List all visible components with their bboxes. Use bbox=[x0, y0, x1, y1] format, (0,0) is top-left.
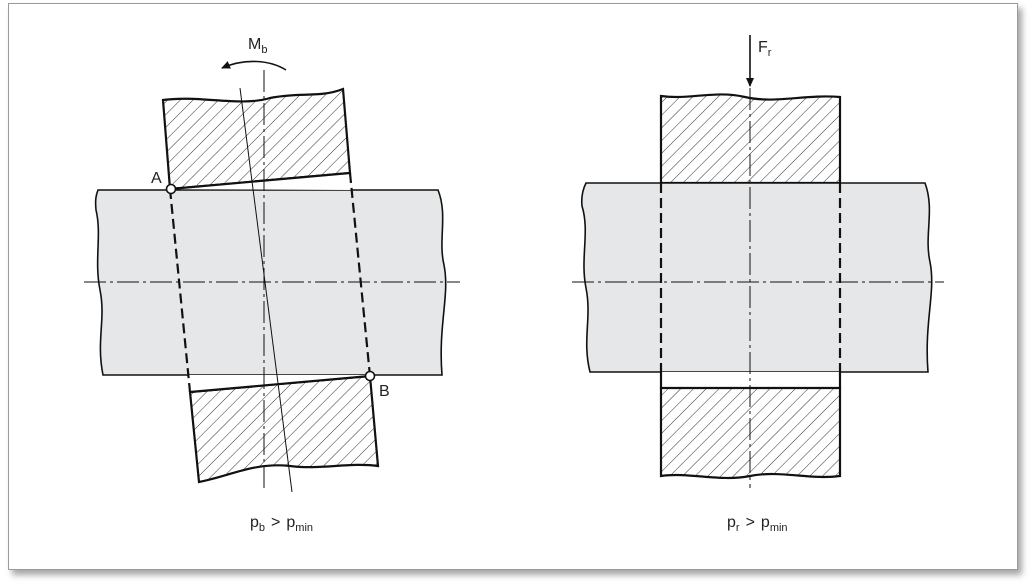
point-a-marker bbox=[165, 183, 177, 195]
left-tilted-axis bbox=[239, 87, 293, 493]
point-a-label: A bbox=[151, 170, 162, 187]
left-upper-hub bbox=[161, 87, 352, 191]
right-shaft bbox=[580, 182, 933, 373]
left-diagram: Mb A B pb>pmin bbox=[84, 36, 460, 534]
moment-arrow bbox=[221, 60, 287, 71]
force-label: Fr bbox=[758, 39, 772, 59]
point-b-label: B bbox=[379, 383, 390, 400]
right-diagram: Fr pr>pmin bbox=[572, 35, 944, 534]
left-hidden-bore-left bbox=[168, 188, 192, 393]
left-hidden-bore-right bbox=[348, 172, 372, 377]
point-b-marker bbox=[364, 370, 376, 382]
moment-label: Mb bbox=[248, 36, 267, 56]
right-caption: pr>pmin bbox=[727, 514, 788, 534]
left-caption: pb>pmin bbox=[250, 514, 313, 534]
